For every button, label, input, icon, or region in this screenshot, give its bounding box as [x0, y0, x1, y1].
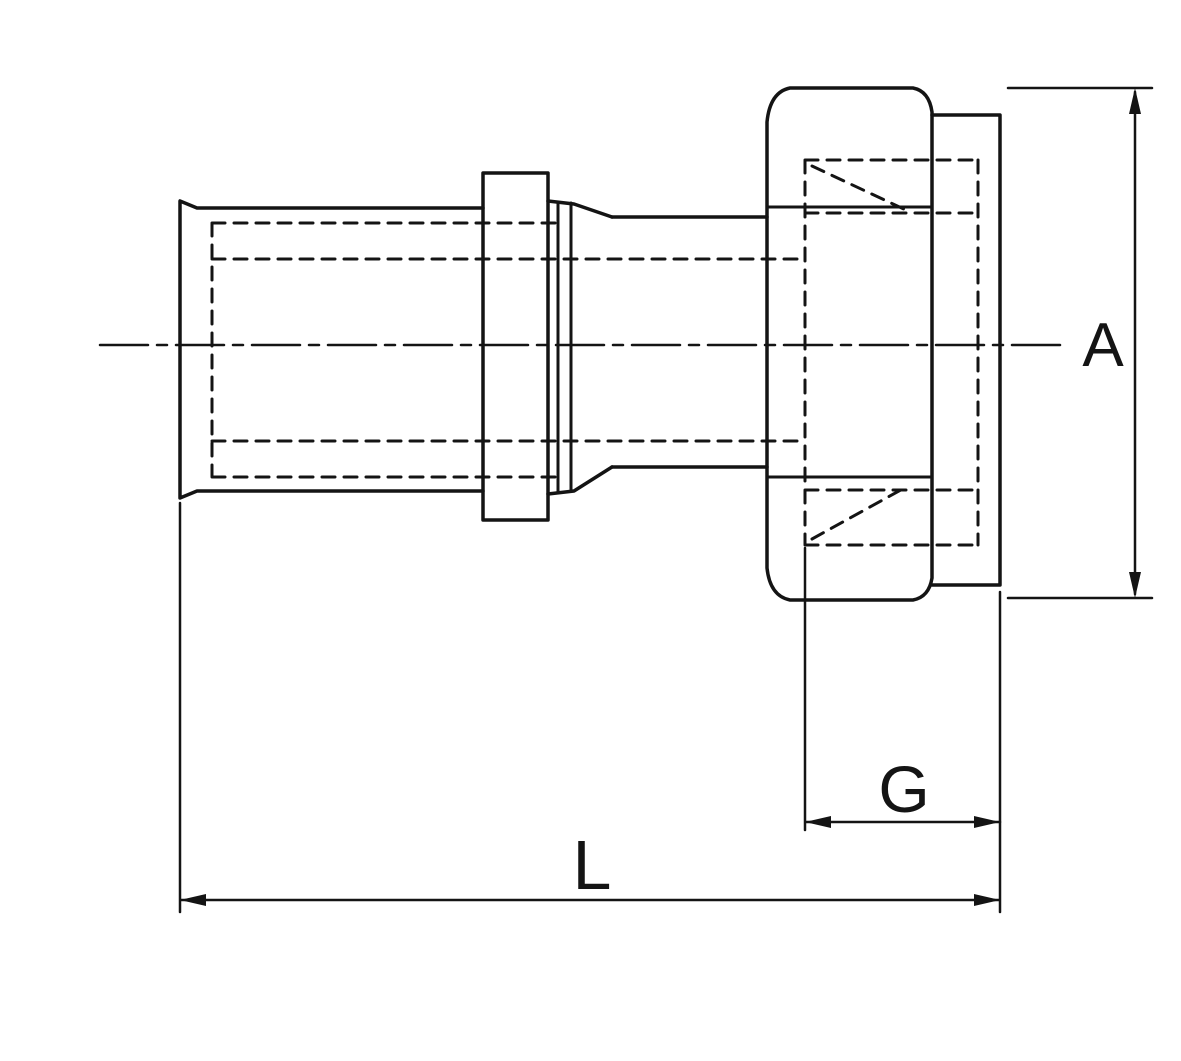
arrow-left-icon [180, 894, 206, 906]
taper-outline [546, 199, 614, 496]
arrow-up-icon [1129, 88, 1141, 114]
thread-hidden-lines [803, 158, 980, 547]
arrow-right-icon [974, 894, 1000, 906]
dimension-a-lines [1006, 86, 1154, 600]
nut-facet-lines [765, 205, 934, 479]
dimension-g-lines [803, 546, 1002, 832]
dimension-l-lines [178, 501, 1002, 914]
sleeve-outline [178, 199, 485, 500]
collar-rings [556, 200, 573, 494]
nut-outline [765, 86, 934, 602]
press-collar [481, 171, 614, 522]
dimension-l-label: L [573, 826, 612, 904]
dimension-a-label: A [1082, 311, 1124, 380]
dimension-a [1006, 86, 1154, 600]
union-nut [765, 86, 980, 602]
drawing-root [98, 86, 1154, 914]
arrow-left-icon [805, 816, 831, 828]
dimension-g-label: G [878, 752, 929, 826]
outlet-outline [930, 113, 1002, 587]
dimension-g [803, 546, 1002, 832]
collar-outline [481, 171, 550, 522]
body-outline [610, 215, 769, 469]
arrow-right-icon [974, 816, 1000, 828]
press-sleeve [178, 199, 805, 500]
arrow-down-icon [1129, 572, 1141, 598]
dimension-l [178, 501, 1002, 914]
